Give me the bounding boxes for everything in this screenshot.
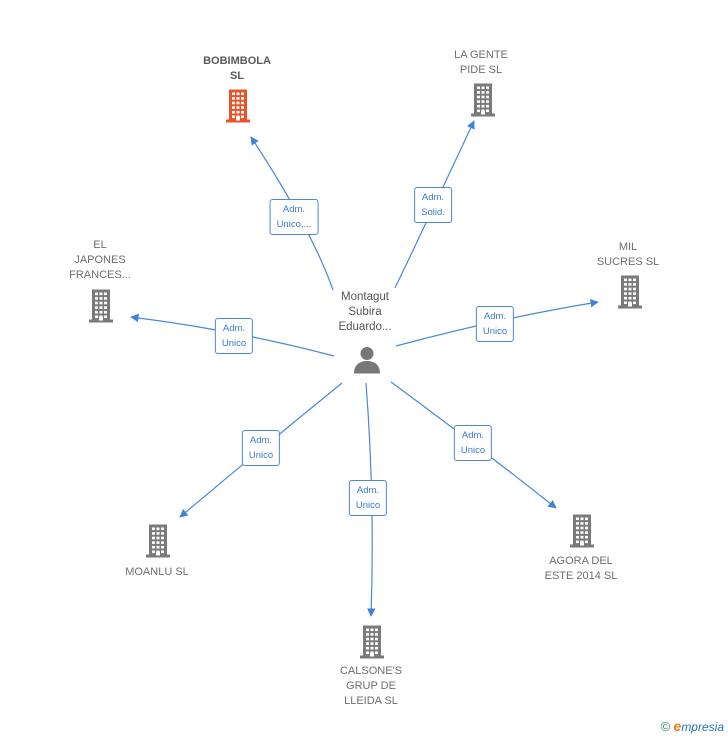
person-name-line: Eduardo... [338, 321, 392, 333]
relation-text: Adm. [222, 323, 246, 334]
relation-box-calsones[interactable]: Adm. Unico [348, 480, 388, 516]
building-icon[interactable] [143, 523, 173, 564]
company-name-line: LA GENTE [454, 49, 508, 61]
company-name-line: GRUP DE [346, 679, 396, 692]
copyright-symbol: © [660, 719, 671, 734]
relation-text: Unico [482, 326, 508, 337]
relation-text: Adm. [249, 435, 273, 446]
company-label-el-japones[interactable]: EL JAPONES FRANCES... [69, 238, 131, 283]
brand-logo-initial: e [673, 718, 682, 734]
person-icon[interactable] [352, 345, 382, 380]
relation-box-bobimbola[interactable]: Adm. Unico,... [269, 199, 319, 235]
relation-text: Adm. [356, 485, 380, 496]
company-name-line: JAPONES [74, 253, 126, 266]
company-name-line: AGORA DEL [549, 555, 613, 567]
relation-text: Adm. [461, 430, 485, 441]
relation-box-el-japones[interactable]: Adm. Unico [214, 318, 254, 354]
relation-box-moanlu[interactable]: Adm. Unico [241, 430, 281, 466]
company-label-moanlu[interactable]: MOANLU SL [125, 565, 189, 580]
relation-text: Unico [248, 450, 274, 461]
company-label-agora-del-este[interactable]: AGORA DEL ESTE 2014 SL [545, 554, 618, 584]
company-label-mil-sucres[interactable]: MIL SUCRES SL [597, 240, 659, 270]
company-name-line: PIDE SL [459, 64, 503, 76]
company-name-line: EL [93, 238, 107, 251]
relation-box-la-gente-pide[interactable]: Adm. Solid. [414, 187, 452, 223]
building-icon[interactable] [86, 288, 116, 329]
building-icon[interactable] [223, 88, 253, 129]
relation-text: Unico [355, 500, 381, 511]
company-label-calsones[interactable]: CALSONE'S GRUP DE LLEIDA SL [340, 664, 402, 709]
relation-text: Unico,... [276, 219, 312, 230]
relation-text: Unico [460, 445, 486, 456]
brand-name: mpresia [681, 720, 724, 734]
relation-text: Adm. [282, 204, 306, 215]
person-name-line: Subira [348, 306, 382, 318]
company-name-line: FRANCES... [69, 268, 131, 281]
company-name-line: SUCRES SL [596, 256, 660, 268]
relation-text: Adm. [421, 192, 445, 203]
company-label-bobimbola[interactable]: BOBIMBOLA SL [203, 54, 271, 84]
building-icon[interactable] [357, 624, 387, 665]
relation-box-agora-del-este[interactable]: Adm. Unico [453, 425, 493, 461]
company-name-line: LLEIDA SL [344, 694, 398, 707]
footer-brand: © empresia [661, 718, 724, 734]
building-icon[interactable] [615, 274, 645, 315]
relation-text: Solid. [421, 207, 445, 218]
company-name-line: MIL [618, 241, 638, 253]
company-name-line: SL [229, 70, 245, 82]
building-icon[interactable] [567, 513, 597, 554]
company-name-line: MOANLU SL [125, 565, 189, 578]
company-name-line: ESTE 2014 SL [544, 570, 618, 582]
company-name-line: BOBIMBOLA [203, 55, 271, 67]
relation-text: Adm. [483, 311, 507, 322]
relation-text: Unico [221, 338, 247, 349]
building-icon[interactable] [468, 82, 498, 123]
company-name-line: CALSONE'S [339, 664, 403, 677]
person-name-line: Montagut [341, 291, 389, 303]
company-label-la-gente-pide[interactable]: LA GENTE PIDE SL [454, 48, 508, 78]
relation-box-mil-sucres[interactable]: Adm. Unico [475, 306, 515, 342]
